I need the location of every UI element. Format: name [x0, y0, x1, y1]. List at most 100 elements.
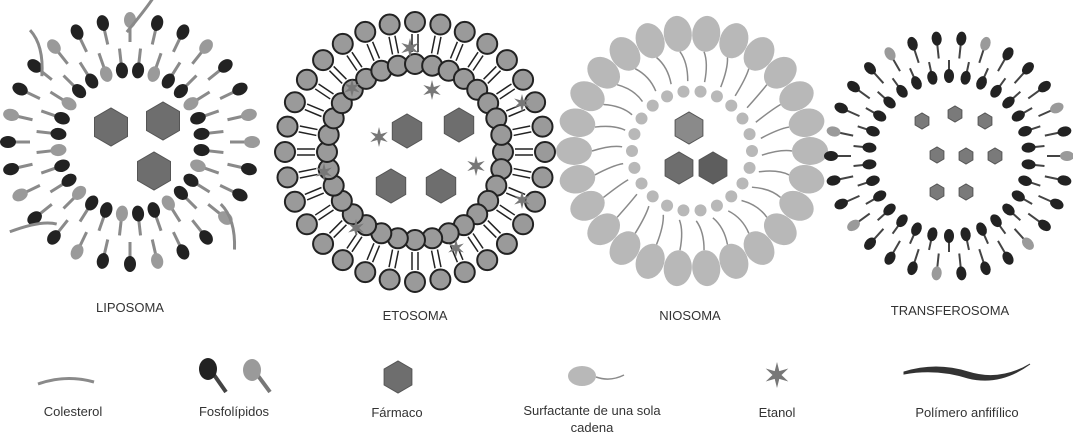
surfactant-tail [742, 200, 767, 217]
surfactant-tail [635, 206, 649, 233]
lipid-head [497, 234, 517, 254]
lipid-head [1010, 108, 1027, 124]
surfactant-head [677, 86, 689, 98]
lipid-head [145, 65, 162, 84]
surfactant-tail [617, 194, 637, 217]
lipid-head [174, 242, 192, 262]
lipid-head [53, 157, 72, 174]
amphiphilic-polymer-icon [904, 364, 1030, 380]
surfactant-tail [657, 215, 664, 245]
surfactant-head [647, 100, 659, 112]
lipid-head [959, 226, 972, 242]
lipid-head [533, 167, 553, 187]
lipid-head [477, 34, 497, 54]
ethanol-star [423, 80, 440, 100]
lipid-tail [432, 36, 436, 54]
lipid-head [1057, 174, 1073, 187]
drug-hexagon [988, 148, 1002, 164]
lipid-head [979, 260, 993, 276]
surfactant-tail [603, 180, 628, 198]
drug-hexagon [915, 113, 929, 129]
ethanol-star [370, 127, 387, 147]
lipid-head [894, 83, 910, 100]
lipid-tail [514, 132, 532, 136]
lipid-head [193, 143, 210, 157]
lipid-head [159, 71, 178, 91]
lipid-head [10, 80, 30, 98]
legend-label-drug: Fármaco [312, 404, 482, 421]
lipid-head [95, 14, 110, 32]
lipid-head [882, 250, 898, 267]
surfactant-head [628, 128, 640, 140]
cholesterol-icon [38, 378, 94, 384]
lipid-head [59, 171, 79, 190]
lipid-head [944, 229, 954, 243]
lipid-head [865, 174, 881, 188]
surfactant-tail [592, 146, 622, 151]
surfactant-tail [761, 127, 789, 138]
lipid-head [174, 22, 192, 42]
niosome-label: NIOSOMA [620, 308, 760, 323]
drug-hexagon [147, 102, 180, 140]
drug-hexagon [665, 152, 693, 184]
lipid-tail [367, 243, 374, 260]
lipid-head [909, 74, 924, 91]
lipid-head [1036, 78, 1053, 94]
ethosome-vesicle [275, 12, 555, 292]
lipid-head [1017, 124, 1033, 138]
surfactant-tail [728, 211, 749, 233]
drug-hexagon [444, 108, 473, 142]
lipid-head [0, 136, 16, 148]
lipid-head [240, 107, 258, 122]
lipid-tail [512, 126, 530, 130]
lipid-tail [395, 251, 399, 269]
lipid-head [150, 252, 165, 270]
transfersome-label: TRANSFEROSOMA [870, 303, 1030, 318]
lipid-head [59, 94, 79, 113]
lipid-head [181, 171, 201, 190]
lipid-tail [300, 174, 318, 178]
lipid-head [944, 69, 954, 83]
niosome-vesicle [556, 14, 828, 287]
surfactant-tail [595, 126, 625, 130]
lipid-head [871, 188, 888, 204]
surfactant-tail [617, 85, 642, 102]
surfactant-tail [603, 105, 632, 115]
lipid-head [230, 80, 250, 98]
lipid-head [882, 45, 898, 62]
drug-hexagon [426, 169, 455, 203]
surfactant-tail [635, 69, 656, 91]
lipid-head [131, 205, 145, 222]
surfactant-tail [752, 187, 781, 197]
lipid-head [1021, 159, 1036, 170]
lipid-head [82, 193, 101, 213]
surfactant-head [661, 90, 673, 102]
lipid-head [405, 12, 425, 32]
lipid-head [98, 65, 115, 84]
lipid-head [1060, 151, 1073, 161]
surfactant-tail [595, 164, 623, 175]
lipid-tail [512, 174, 530, 178]
lipid-head [95, 252, 110, 270]
lipid-tail [299, 169, 317, 173]
surfactant-head [556, 137, 592, 165]
surfactant-head [736, 177, 748, 189]
drug-hexagon [384, 361, 412, 393]
lipid-head [380, 270, 400, 290]
lipid-head [2, 162, 20, 177]
lipid-tail [456, 44, 463, 61]
lipid-head [525, 92, 545, 112]
surfactant-tail [762, 151, 792, 156]
lipid-head [150, 14, 165, 32]
lipid-head [974, 74, 989, 91]
legend-label-phospholipids: Fosfolípidos [149, 403, 319, 420]
lipid-head [826, 174, 842, 187]
surfactant-head [695, 204, 707, 216]
surfactant-head [711, 200, 723, 212]
surfactant-head [662, 249, 694, 288]
drug-hexagon [930, 184, 944, 200]
surfactant-tail [759, 171, 789, 175]
drug-hexagon [959, 184, 973, 200]
lipid-head [115, 62, 129, 79]
